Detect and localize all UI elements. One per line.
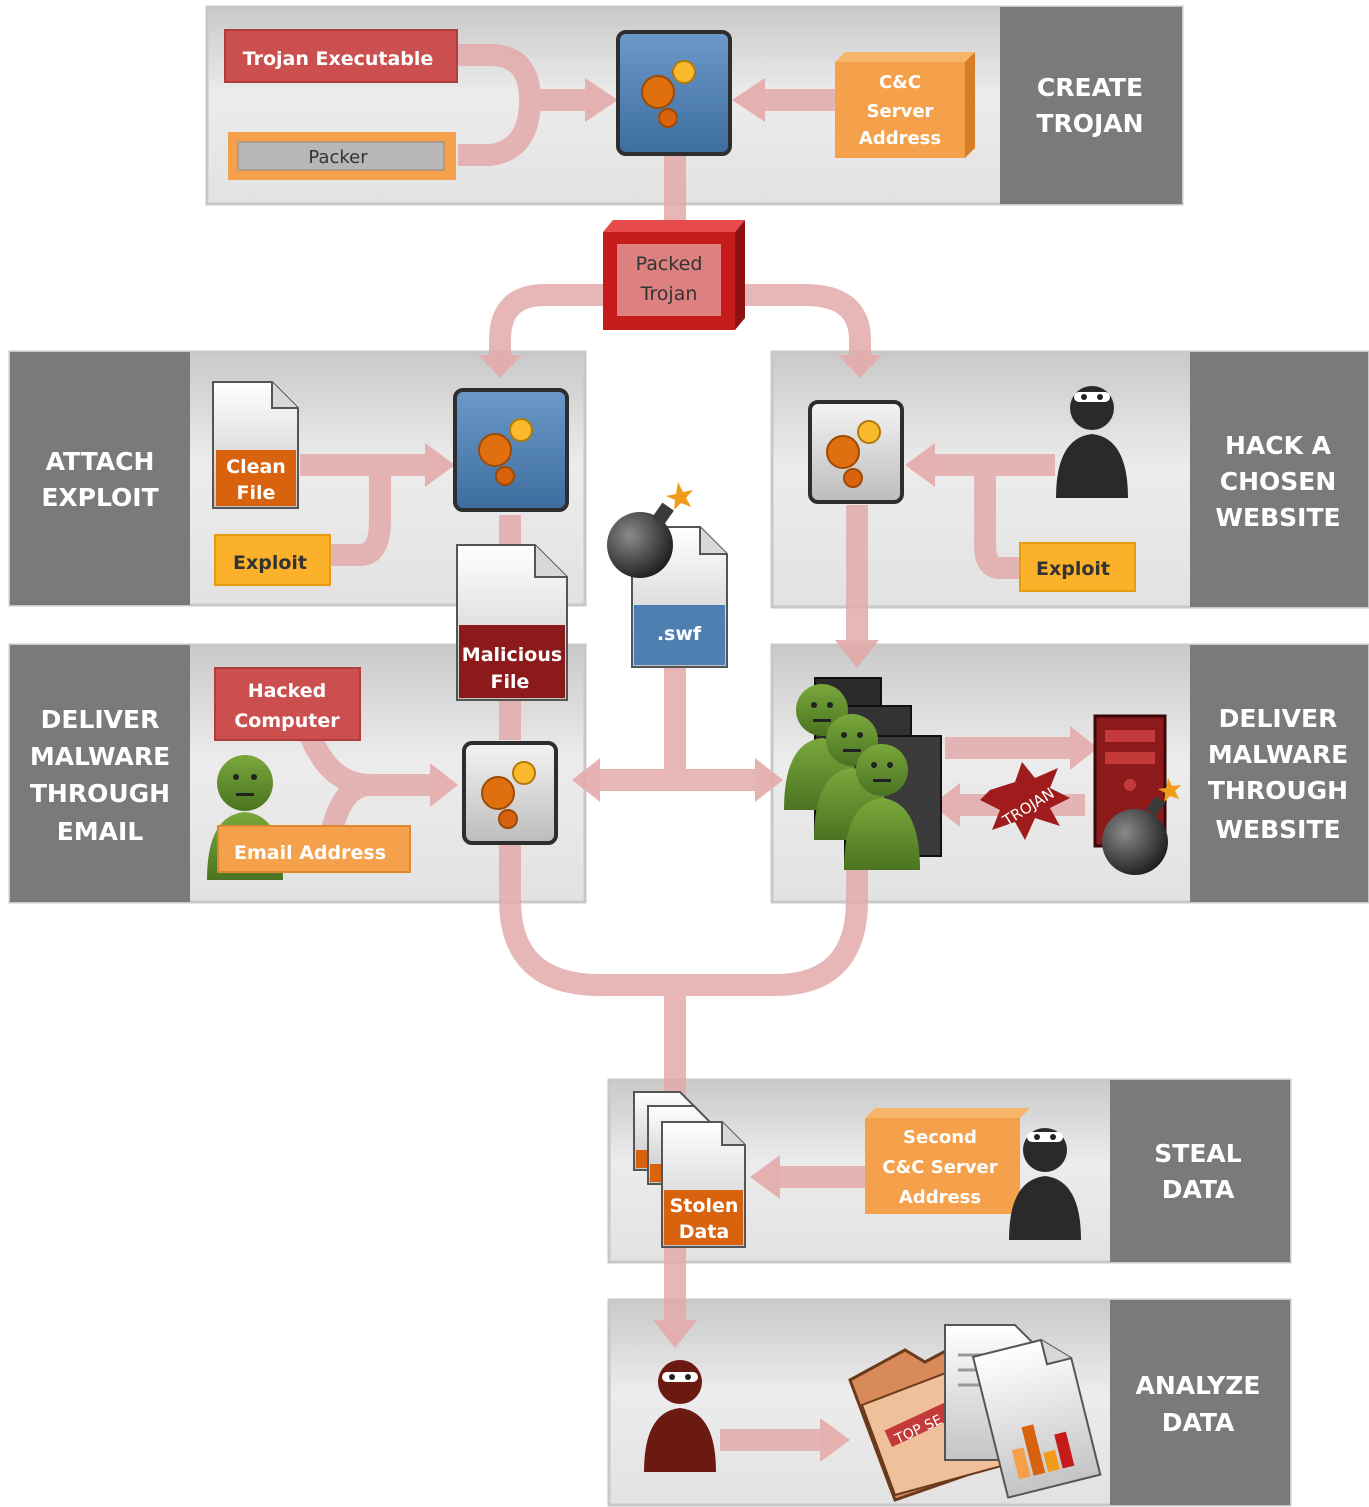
analyst-ninja-icon — [644, 1360, 716, 1472]
packer-box: Packer — [228, 132, 456, 180]
stage-create-trojan-line1: CREATE — [1037, 73, 1143, 102]
email-address-label: Email Address — [234, 842, 386, 864]
email-address-box: Email Address — [217, 825, 411, 873]
hacked-site-program-icon — [808, 400, 904, 504]
stolen-data-files-icon: Stolen Data — [633, 1091, 746, 1248]
clean-file-line1: Clean — [226, 456, 286, 478]
stage-deliver-web-line3: THROUGH — [1208, 776, 1348, 805]
stolen-data-line2: Data — [679, 1221, 730, 1243]
stage-deliver-email-line4: EMAIL — [57, 817, 144, 846]
hacked-computer-line2: Computer — [234, 710, 340, 732]
trojan-program-icon — [616, 30, 732, 156]
stage-hack-line1: HACK A — [1225, 431, 1332, 460]
report-documents-icon — [944, 1324, 1102, 1499]
stage-analyze-line2: DATA — [1162, 1408, 1235, 1437]
attached-program-icon — [453, 388, 569, 512]
arrow-heads — [425, 78, 1098, 1462]
flow-arrows — [299, 44, 1085, 1451]
stage-attach-exploit-line1: ATTACH — [46, 447, 155, 476]
second-cnc-line2: C&C Server — [882, 1157, 997, 1178]
exploit-hack-label: Exploit — [1036, 558, 1110, 580]
exploit-box-hack: Exploit — [1019, 542, 1136, 592]
clean-file-icon: Clean File — [212, 381, 299, 509]
stage-create-trojan-line2: TROJAN — [1036, 109, 1143, 138]
packed-trojan-line1: Packed — [636, 253, 703, 275]
cnc-line-1: C&C — [879, 72, 921, 93]
stage-deliver-email-line1: DELIVER — [41, 705, 160, 734]
stolen-data-line1: Stolen — [670, 1195, 739, 1217]
packer-label: Packer — [308, 147, 368, 168]
clean-file-line2: File — [237, 482, 276, 504]
email-program-icon — [462, 741, 558, 845]
second-cnc-line1: Second — [903, 1127, 977, 1148]
cnc-line-2: Server — [867, 101, 934, 122]
exploit-box-attach: Exploit — [214, 534, 331, 586]
trojan-executable-label: Trojan Executable — [243, 48, 434, 70]
second-cnc-line3: Address — [899, 1187, 981, 1208]
bomb-icon — [607, 482, 693, 578]
packed-trojan-line2: Trojan — [640, 283, 698, 305]
ninja-hacker-icon — [1056, 386, 1128, 498]
infected-computer-tower-icon — [1093, 714, 1181, 875]
stage-deliver-web-line2: MALWARE — [1208, 740, 1348, 769]
packed-trojan-box: Packed Trojan — [603, 220, 745, 330]
exploit-attach-label: Exploit — [233, 552, 307, 574]
cnc-line-3: Address — [859, 128, 941, 149]
website-visitors-icon — [784, 684, 920, 870]
stage-analyze-line1: ANALYZE — [1136, 1371, 1261, 1400]
hacked-computer-box: Hacked Computer — [214, 667, 361, 741]
stage-steal-line2: DATA — [1162, 1175, 1235, 1204]
cnc-server-address-box: C&C Server Address — [835, 52, 975, 158]
ninja-collector-icon — [1009, 1128, 1081, 1240]
stage-hack-line3: WEBSITE — [1215, 503, 1340, 532]
stage-deliver-web-line1: DELIVER — [1219, 704, 1338, 733]
malicious-file-line1: Malicious — [462, 644, 562, 666]
malicious-file-line2: File — [491, 671, 530, 693]
trojan-executable-box: Trojan Executable — [224, 29, 458, 83]
stage-hack-line2: CHOSEN — [1220, 467, 1337, 496]
stage-deliver-email-line3: THROUGH — [30, 779, 170, 808]
malicious-file-icon: Malicious File — [456, 544, 568, 701]
hacked-computer-line1: Hacked — [248, 680, 327, 702]
stage-deliver-email-line2: MALWARE — [30, 742, 170, 771]
stage-attach-exploit-line2: EXPLOIT — [41, 483, 158, 512]
stage-steal-line1: STEAL — [1154, 1139, 1241, 1168]
swf-label: .swf — [657, 623, 702, 645]
stage-deliver-web-line4: WEBSITE — [1215, 815, 1340, 844]
second-cnc-box: Second C&C Server Address — [865, 1108, 1030, 1214]
